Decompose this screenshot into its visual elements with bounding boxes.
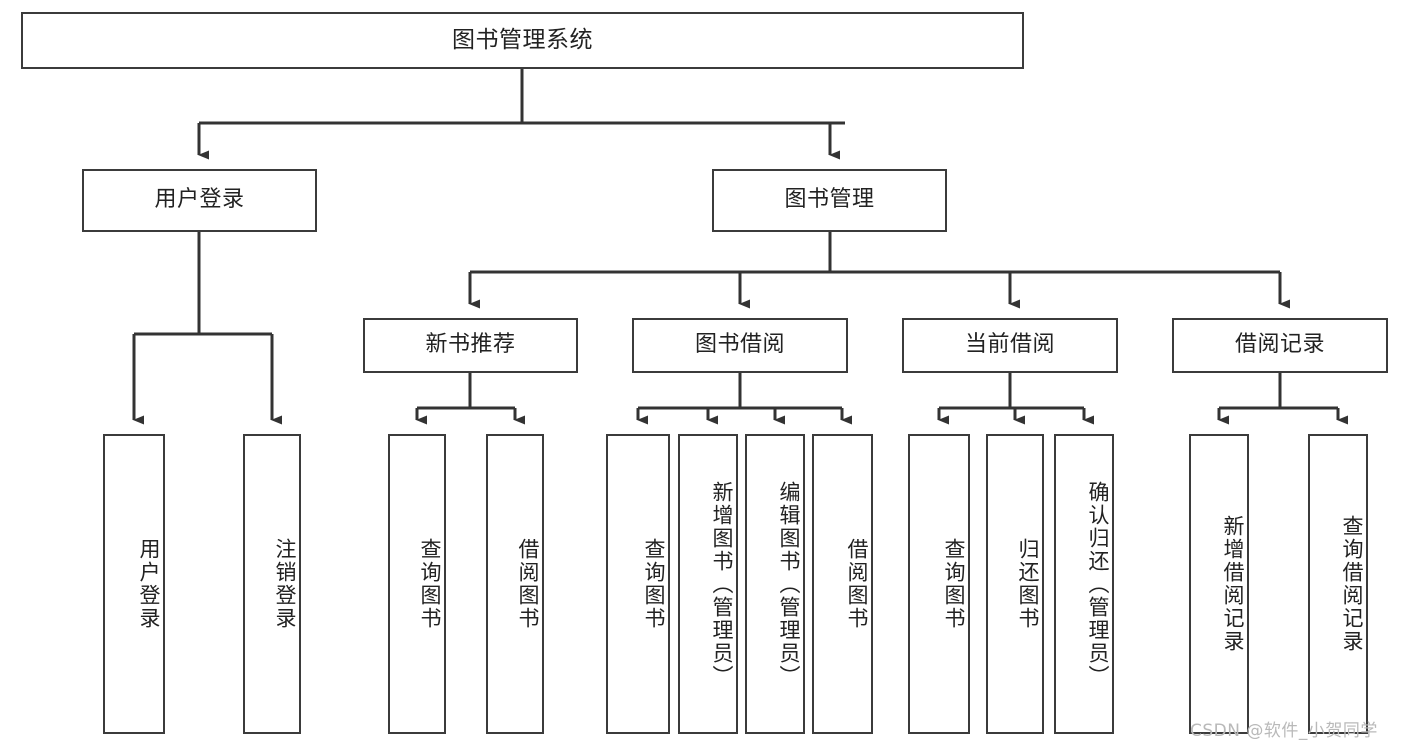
node-book-management-label: 图书管理 (784, 187, 875, 213)
leaf-user-login-label: 用户登录 (137, 538, 161, 630)
connectors-user-login (132, 232, 282, 425)
leaf-edit-book-admin-label: 编辑图书（管理员） (777, 480, 801, 688)
node-current-borrow[interactable]: 当前借阅 (902, 318, 1118, 373)
node-current-borrow-label: 当前借阅 (964, 332, 1055, 358)
leaf-return-book-label: 归还图书 (1016, 538, 1040, 630)
leaf-user-login[interactable]: 用户登录 (103, 434, 165, 734)
connectors-new-book (415, 373, 525, 425)
csdn-watermark: CSDN @软件_小贺同学 (1190, 721, 1378, 741)
node-borrow-records[interactable]: 借阅记录 (1172, 318, 1388, 373)
connectors-book-mgmt (468, 232, 1290, 309)
leaf-borrow-book-recommend-label: 借阅图书 (516, 538, 540, 630)
node-root[interactable]: 图书管理系统 (21, 12, 1024, 69)
leaf-query-book-recommend-label: 查询图书 (418, 538, 442, 630)
leaf-query-book-borrow-label: 查询图书 (642, 538, 666, 630)
leaf-borrow-book[interactable]: 借阅图书 (812, 434, 873, 734)
leaf-return-book[interactable]: 归还图书 (986, 434, 1044, 734)
leaf-query-book-current[interactable]: 查询图书 (908, 434, 970, 734)
node-user-login-label: 用户登录 (154, 187, 245, 213)
connectors-borrow (636, 373, 852, 425)
leaf-add-book-admin-label: 新增图书（管理员） (710, 480, 734, 688)
leaf-query-book-current-label: 查询图书 (942, 538, 966, 630)
leaf-query-book-borrow[interactable]: 查询图书 (606, 434, 670, 734)
node-root-label: 图书管理系统 (452, 26, 593, 53)
connectors-current-borrow (937, 373, 1094, 425)
leaf-confirm-return-admin-label: 确认归还（管理员） (1086, 480, 1110, 688)
node-user-login[interactable]: 用户登录 (82, 169, 317, 232)
node-borrow-records-label: 借阅记录 (1234, 332, 1325, 358)
connectors-root (197, 69, 845, 160)
leaf-edit-book-admin[interactable]: 编辑图书（管理员） (745, 434, 805, 734)
node-book-management[interactable]: 图书管理 (712, 169, 947, 232)
node-book-borrow[interactable]: 图书借阅 (632, 318, 848, 373)
leaf-add-borrow-record-label: 新增借阅记录 (1221, 515, 1245, 653)
leaf-query-borrow-record[interactable]: 查询借阅记录 (1308, 434, 1368, 734)
leaf-borrow-book-label: 借阅图书 (845, 538, 869, 630)
leaf-logout-label: 注销登录 (273, 538, 297, 630)
node-new-book-recommend-label: 新书推荐 (425, 332, 516, 358)
node-book-borrow-label: 图书借阅 (694, 332, 785, 358)
leaf-logout[interactable]: 注销登录 (243, 434, 301, 734)
leaf-confirm-return-admin[interactable]: 确认归还（管理员） (1054, 434, 1114, 734)
leaf-query-book-recommend[interactable]: 查询图书 (388, 434, 446, 734)
leaf-add-book-admin[interactable]: 新增图书（管理员） (678, 434, 738, 734)
leaf-query-borrow-record-label: 查询借阅记录 (1340, 515, 1364, 653)
leaf-borrow-book-recommend[interactable]: 借阅图书 (486, 434, 544, 734)
leaf-add-borrow-record[interactable]: 新增借阅记录 (1189, 434, 1249, 734)
node-new-book-recommend[interactable]: 新书推荐 (363, 318, 578, 373)
connectors-records (1217, 373, 1348, 425)
